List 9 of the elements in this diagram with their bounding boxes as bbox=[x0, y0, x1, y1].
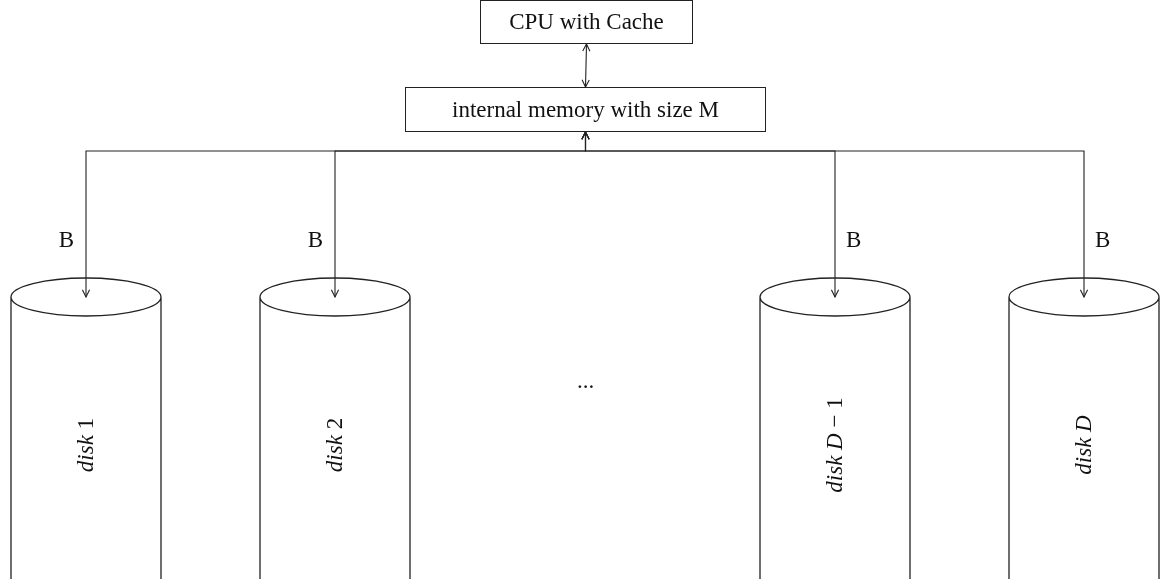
disk-label: disk 1 bbox=[73, 417, 99, 473]
process-box: internal memory with size M bbox=[405, 87, 766, 132]
disk-label: disk D − 1 bbox=[822, 397, 848, 493]
process-box: CPU with Cache bbox=[480, 0, 693, 44]
ellipsis-label: ... bbox=[577, 368, 595, 394]
arrow bbox=[581, 131, 1089, 298]
disk-label: disk 2 bbox=[322, 417, 348, 473]
disk-label: disk D bbox=[1071, 415, 1097, 475]
arrow bbox=[581, 43, 591, 88]
